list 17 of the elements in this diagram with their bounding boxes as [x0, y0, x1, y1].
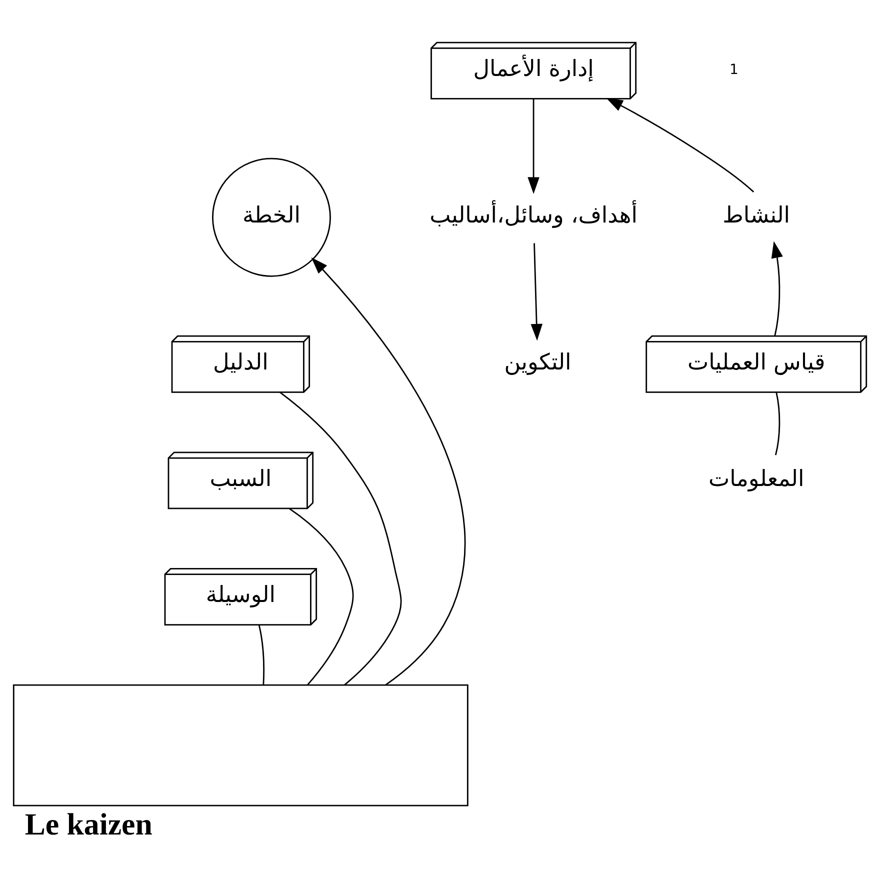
connector — [258, 624, 264, 684]
node-text: النشاط — [722, 202, 790, 228]
arrow — [606, 97, 754, 192]
label: 1 — [729, 62, 738, 78]
connector — [774, 392, 780, 455]
node-text: أهداف، وسائل،أساليب — [430, 202, 638, 228]
connector — [279, 391, 402, 685]
node-text: المعلومات — [708, 465, 804, 492]
arrow — [771, 240, 783, 336]
arrow — [311, 256, 466, 685]
arrow — [530, 242, 542, 340]
connector — [289, 508, 354, 685]
node-text: التكوين — [504, 348, 572, 375]
diagram-title: Le kaizen — [24, 806, 152, 841]
node-box — [12, 684, 468, 806]
node-circle: الخطة — [212, 157, 331, 276]
arrow — [528, 98, 540, 194]
